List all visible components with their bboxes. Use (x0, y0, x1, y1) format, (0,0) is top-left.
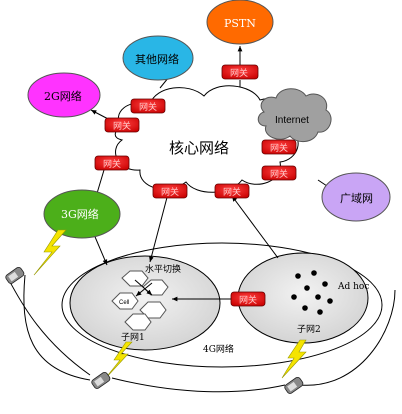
core-network-label: 核心网络 (169, 139, 229, 157)
phone-left-icon (5, 266, 25, 284)
3g-network-label: 3G网络 (61, 207, 99, 221)
handoff-arrows (134, 279, 153, 297)
gateway-pstn-label: 网关 (230, 67, 248, 79)
other-network-label: 其他网络 (135, 52, 179, 66)
adhoc-label: Ad hoc (337, 282, 369, 292)
gateway-subnet1-label: 网关 (161, 186, 179, 198)
subnet1-ellipse (69, 255, 221, 351)
gateways: 网关 网关 网关 网关 网关 网关 网关 网关 (94, 64, 297, 307)
lightning-3g-icon (33, 229, 67, 276)
gateway-2g-label: 网关 (113, 120, 131, 132)
gateway-internet-label: 网关 (270, 142, 288, 154)
phone-bottom-left-icon (91, 371, 111, 389)
2g-network-label: 2G网络 (44, 89, 82, 103)
lightning-subnet1-icon (103, 341, 133, 381)
gateway-4g-internal: 网关 (230, 291, 266, 307)
4g-network-label: 4G网络 (203, 343, 234, 355)
gateway-other: 网关 (130, 98, 166, 114)
gateway-internet: 网关 (261, 139, 297, 155)
handoff-label: 水平切换 (145, 263, 181, 275)
gateway-2g: 网关 (104, 117, 140, 133)
phone-bottom-right-icon (284, 376, 304, 394)
gateway-wan-label: 网关 (270, 168, 288, 180)
pstn-ellipse (206, 0, 274, 45)
gateway-3g-label: 网关 (103, 158, 121, 170)
adhoc-nodes (291, 270, 333, 315)
internet-cloud (257, 88, 332, 142)
gateway-pstn: 网关 (221, 64, 259, 80)
gateway-3g: 网关 (94, 155, 130, 171)
lightning-subnet2-icon (281, 339, 307, 379)
cell-label: Cell (119, 300, 129, 306)
pstn-label: PSTN (224, 17, 256, 30)
other-network-ellipse (122, 35, 194, 81)
wan-ellipse (321, 172, 391, 222)
gateway-wan: 网关 (261, 165, 297, 181)
internet-label: Internet (275, 115, 309, 126)
3g-network-ellipse (43, 189, 121, 239)
gateway-4g-internal-label: 网关 (239, 294, 257, 306)
gateway-subnet2: 网关 (214, 183, 250, 199)
wan-label: 广域网 (340, 192, 373, 205)
2g-network-ellipse (27, 72, 101, 118)
wireless-links (33, 229, 307, 381)
gateway-other-label: 网关 (139, 101, 157, 113)
gateway-subnet2-label: 网关 (223, 186, 241, 198)
subnet2-label: 子网2 (297, 324, 321, 335)
mobile-devices (5, 266, 304, 394)
gateway-subnet1: 网关 (152, 183, 188, 199)
subnet1-label: 子网1 (121, 332, 145, 343)
